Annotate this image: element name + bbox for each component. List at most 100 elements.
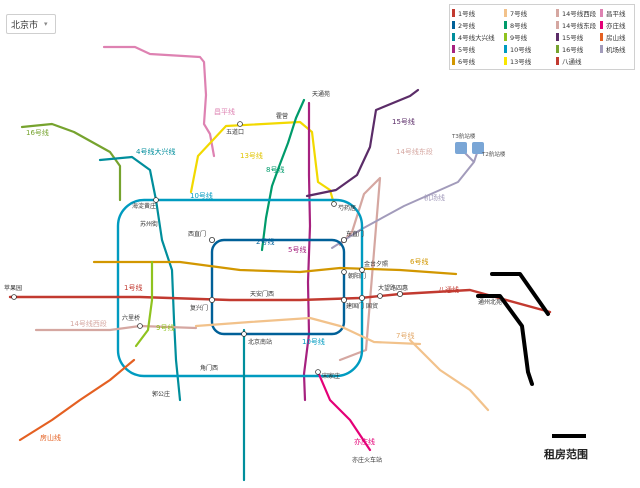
legend-item-label: 7号线 [510,10,528,18]
line-5[interactable] [302,101,312,402]
legend-item[interactable]: 10号线 [504,44,554,54]
station-label-jiaomen[interactable]: 角门西 [200,364,218,372]
legend-item[interactable]: 8号线 [504,20,554,30]
station-dawanglu[interactable] [377,293,383,299]
line-7[interactable] [194,316,422,346]
legend-item[interactable]: 15号线 [556,32,598,42]
legend-item[interactable]: 16号线 [556,44,598,54]
chevron-down-icon: ▾ [44,20,48,28]
label-line8: 8号线 [266,165,284,174]
legend-item-label: 13号线 [510,58,532,66]
line-2-loop[interactable] [210,238,346,336]
station-label-jianguomen[interactable]: 建国门 [346,302,364,310]
legend-item[interactable]: 房山线 [600,32,638,42]
legend-item[interactable]: 14号线西段 [556,8,598,18]
station-label-tiantongyuan[interactable]: 天通苑 [312,90,330,98]
legend-item[interactable]: 1号线 [452,8,502,18]
legend-item[interactable]: 6号线 [452,56,502,66]
label-line10b: 10号线 [302,337,325,346]
legend-item[interactable]: 7号线 [504,8,554,18]
station-beijingnan[interactable] [241,331,247,337]
legend-color-swatch [452,45,455,53]
line-14-west[interactable] [34,324,198,332]
legend-item[interactable]: 4号线大兴线 [452,32,502,42]
line-16[interactable] [20,122,122,202]
station-pingguoyuan[interactable] [11,294,17,300]
line-7-east[interactable] [408,338,490,412]
station-label-pingguoyuan[interactable]: 苹果园 [4,284,22,292]
legend-item-label: 8号线 [510,22,528,30]
station-label-jintaixizhao[interactable]: 金台夕照 [364,260,388,268]
station-label-dawanglu[interactable]: 大望路 [378,284,396,292]
label-yizhuang: 亦庄线 [354,437,375,446]
station-jintaixizhao[interactable] [359,267,365,273]
station-label-xizhimen[interactable]: 西直门 [188,230,206,238]
t3-terminal-icon[interactable] [455,142,467,154]
station-xizhimen[interactable] [208,236,215,243]
city-selector[interactable]: 北京市 ▾ [6,14,56,34]
legend-item[interactable]: 9号线 [504,32,554,42]
line-10-loop[interactable] [116,198,364,378]
legend-item[interactable]: 14号线东段 [556,20,598,30]
line-13[interactable] [189,120,336,206]
station-label-tongzhou[interactable]: 通州北苑 [478,298,502,306]
legend-item[interactable]: 昌平线 [600,8,638,18]
legend-item[interactable]: 机场线 [600,44,638,54]
airport-terminals[interactable] [455,142,484,154]
station-label-yizhuanghuochezhan[interactable]: 亦庄火车站 [352,456,382,464]
line-6[interactable] [92,260,458,276]
station-label-haidian[interactable]: 海淀黄庄 [132,202,156,210]
line-8[interactable] [260,98,306,252]
station-label-guomao[interactable]: 国贸 [366,302,378,310]
legend-color-swatch [556,57,559,65]
legend-item[interactable]: 八通线 [556,56,598,66]
station-label-sihui[interactable]: 四惠 [396,284,408,292]
station-label-chaoyangmen[interactable]: 朝阳门 [348,272,366,280]
station-label-dongzhimen[interactable]: 东直门 [346,230,364,238]
station-label-beijingnan[interactable]: 北京南站 [248,338,272,346]
label-line13: 13号线 [240,151,263,160]
line-1[interactable] [8,292,402,302]
legend-item[interactable]: 2号线 [452,20,502,30]
station-label-wudaokou[interactable]: 五道口 [226,128,244,136]
station-chaoyangmen[interactable] [341,269,347,275]
line-fangshan[interactable] [18,358,136,442]
line-batong[interactable] [398,288,552,314]
station-songjiazhuang[interactable] [315,369,321,375]
legend-item-label: 机场线 [606,46,626,54]
label-line5: 5号线 [288,245,306,254]
station-liuliqiao[interactable] [137,323,143,329]
legend-item[interactable]: 5号线 [452,44,502,54]
station-sihui[interactable] [396,290,403,297]
station-dongzhimen[interactable] [340,236,347,243]
station-jianguomen[interactable] [340,296,347,303]
station-wudaokou[interactable] [237,121,243,127]
station-fuxingmen[interactable] [208,296,215,303]
t2-terminal-icon[interactable] [472,142,484,154]
station-label-suzhoujie[interactable]: 苏州街 [140,220,158,228]
station-label-huoying[interactable]: 霍营 [276,112,288,120]
line-4-daxing[interactable] [98,155,182,402]
legend-item-label: 5号线 [458,46,476,54]
line-15[interactable] [305,88,420,198]
station-label-songjiazhuang[interactable]: 宋家庄 [322,372,340,380]
legend-color-swatch [556,33,559,41]
station-label-liuliqiao[interactable]: 六里桥 [122,314,140,322]
legend-item[interactable]: 亦庄线 [600,20,638,30]
line-9[interactable] [134,260,154,348]
station-label-guogongzhuang[interactable]: 郭公庄 [152,390,170,398]
station-label-fuxingmen[interactable]: 复兴门 [190,304,208,312]
legend-item[interactable]: 13号线 [504,56,554,66]
line-changping[interactable] [102,45,216,158]
station-markers [11,121,403,375]
rental-range-label: 租房范围 [544,447,588,461]
station-shaoyaoju[interactable] [331,201,337,207]
rental-range-line[interactable] [476,272,550,386]
station-label-shaoyaoju[interactable]: 芍药居 [338,204,356,212]
line-yizhuang[interactable] [316,370,372,452]
station-guomao[interactable] [358,294,365,301]
station-label-tiananmen[interactable]: 天安门西 [250,290,274,298]
station-haidian[interactable] [153,197,159,203]
legend-color-swatch [452,21,455,29]
